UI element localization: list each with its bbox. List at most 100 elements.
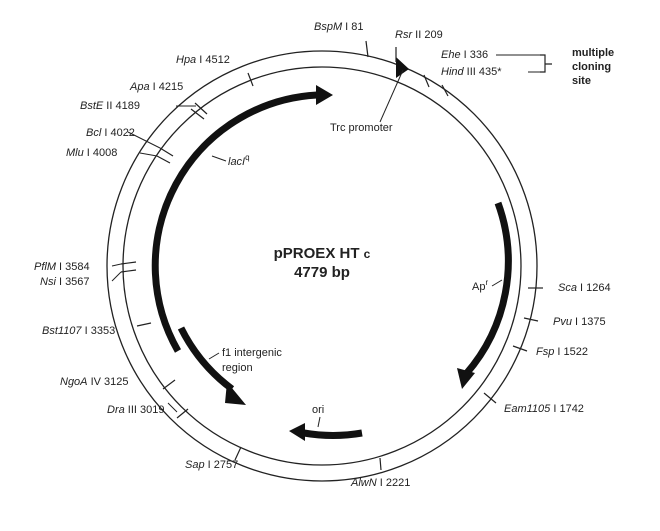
- site-position: 4022: [110, 127, 134, 139]
- site-roman: I: [554, 346, 563, 358]
- site-label-sca: Sca I 1264: [558, 282, 611, 294]
- laciq-base: lacI: [228, 156, 245, 168]
- site-name: Dra: [107, 404, 125, 416]
- laciq-label: lacIq: [228, 153, 250, 168]
- tick-hindiii: [441, 84, 449, 97]
- site-roman: I: [205, 459, 214, 471]
- site-position: 1742: [559, 403, 583, 415]
- site-roman: I: [572, 316, 581, 328]
- site-roman: I: [377, 477, 386, 489]
- site-name: Sap: [185, 459, 205, 471]
- site-roman: I: [56, 261, 65, 273]
- site-label-nsi: Nsi I 3567: [40, 276, 90, 288]
- site-name: AlwN: [350, 477, 377, 489]
- leader-pflmi: [111, 263, 122, 267]
- apr-label: Apr: [472, 278, 488, 293]
- site-label-hind: Hind III 435*: [441, 66, 502, 78]
- site-name: Fsp: [536, 346, 554, 358]
- lacIq-arrow: [151, 91, 318, 353]
- tick-hpai: [247, 72, 254, 87]
- leader-draiii: [167, 402, 178, 413]
- ori-leader: [317, 416, 321, 428]
- site-name: BstE: [80, 100, 104, 112]
- tick-ehei: [423, 74, 430, 88]
- tick-bspmi: [365, 40, 369, 58]
- tick-fspi: [512, 345, 528, 352]
- site-name: Bcl: [86, 127, 102, 139]
- site-roman: I: [150, 81, 159, 93]
- site-label-eam1105: Eam1105 I 1742: [504, 403, 584, 415]
- site-roman: I: [101, 127, 110, 139]
- plasmid-size: 4779 bp: [294, 264, 350, 281]
- site-roman: II: [103, 100, 115, 112]
- site-name: NgoA: [60, 376, 88, 388]
- site-name: BspM: [314, 21, 343, 33]
- site-label-bcl: Bcl I 4022: [86, 127, 135, 139]
- tick-sapi: [234, 446, 242, 461]
- site-label-fsp: Fsp I 1522: [536, 346, 588, 358]
- tick-pvui: [523, 317, 539, 322]
- trc-promoter-leader: [379, 69, 404, 123]
- f1-leader: [208, 352, 220, 360]
- site-position: 1264: [586, 282, 610, 294]
- site-position: 3353: [91, 325, 115, 337]
- ori-arrowhead: [289, 423, 305, 441]
- site-position: 1375: [581, 316, 605, 328]
- site-position: 435*: [479, 66, 502, 78]
- ampr-arrow: [463, 201, 512, 377]
- plasmid-title-main: pPROEX HT: [274, 245, 360, 262]
- site-name: Rsr: [395, 29, 413, 41]
- site-label-sap: Sap I 2757: [185, 459, 238, 471]
- site-name: Pvu: [553, 316, 572, 328]
- site-label-pflm: PflM I 3584: [34, 261, 90, 273]
- f1-arrowhead: [225, 382, 246, 405]
- site-roman: II: [412, 29, 424, 41]
- site-roman: I: [84, 147, 93, 159]
- mcs-label-3: site: [572, 75, 591, 87]
- tick-mlui: [156, 155, 171, 164]
- site-name: Hpa: [176, 54, 196, 66]
- site-label-hpa: Hpa I 4512: [176, 54, 230, 66]
- laciq-sup: q: [245, 153, 249, 162]
- site-name: Apa: [129, 81, 150, 93]
- tick-nsii: [120, 269, 137, 273]
- site-roman: I: [82, 325, 91, 337]
- site-position: 209: [424, 29, 442, 41]
- site-position: 3125: [104, 376, 128, 388]
- site-position: 81: [351, 21, 363, 33]
- site-position: 4215: [159, 81, 183, 93]
- tick-eam1105i: [483, 392, 497, 404]
- site-name: Sca: [558, 282, 577, 294]
- site-name: Ehe: [441, 49, 461, 61]
- site-label-rsr: Rsr II 209: [395, 29, 443, 41]
- leader-nsii: [111, 271, 122, 282]
- site-name: PflM: [34, 261, 57, 273]
- tick-draiii: [176, 408, 189, 419]
- leader-mlui: [139, 152, 158, 157]
- tick-bst1107i: [136, 322, 152, 327]
- tick-bsteii: [190, 108, 205, 120]
- site-roman: IV: [88, 376, 105, 388]
- ori-arrow: [303, 429, 363, 439]
- trc-promoter-label: Trc promoter: [330, 122, 393, 134]
- site-position: 3567: [65, 276, 89, 288]
- inner-ring: [122, 66, 522, 466]
- trc-promoter-marker: [396, 57, 409, 78]
- site-ticks: [120, 40, 543, 471]
- laciq-leader: [211, 155, 227, 162]
- site-position: 3019: [140, 404, 164, 416]
- ampr-arrowhead: [457, 368, 475, 389]
- site-roman: I: [577, 282, 586, 294]
- plasmid-title-suffix: c: [364, 247, 371, 261]
- site-roman: I: [56, 276, 65, 288]
- plasmid-title: pPROEX HT c: [274, 245, 371, 262]
- site-roman: III: [125, 404, 140, 416]
- f1-label-line2: region: [222, 362, 253, 374]
- tick-pflmi: [120, 261, 137, 265]
- site-label-ehe: Ehe I 336: [441, 49, 488, 61]
- site-position: 3584: [65, 261, 89, 273]
- site-roman: I: [550, 403, 559, 415]
- site-name: Mlu: [66, 147, 84, 159]
